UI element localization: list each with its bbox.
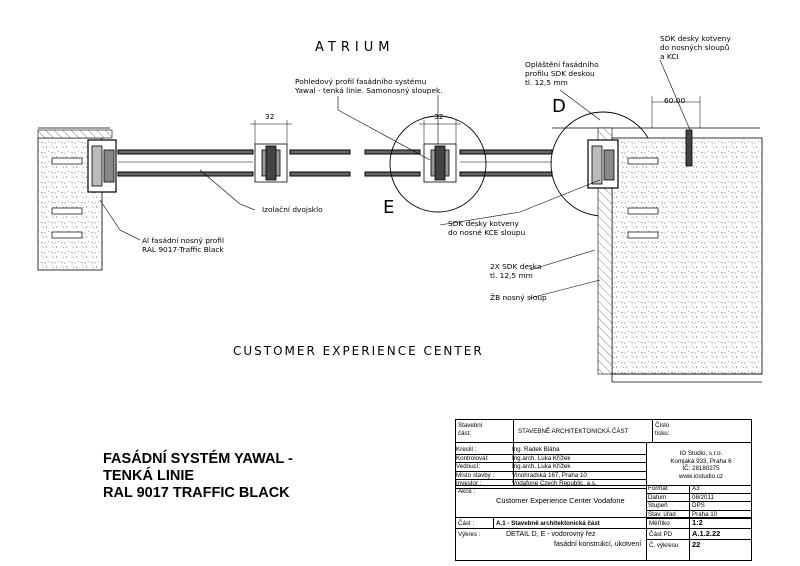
heading: FASÁDNÍ SYSTÉM YAWAL - TENKÁ LINIE RAL 9…: [103, 451, 293, 501]
c-vykresu-value: 22: [692, 540, 701, 549]
cast-pd-value: A.1.2.22: [692, 529, 721, 538]
section-mark-d: D: [552, 96, 566, 117]
right-column: [550, 96, 763, 383]
company-info: IO Studio, s.r.o. Komjaká 933, Praha 6 I…: [670, 450, 732, 480]
meritko-value: 1:2: [692, 518, 703, 527]
stavebni-cast-label: Stavební část:: [458, 422, 483, 437]
stavebni-cast-value: STAVEBNĚ ARCHITEKTONICKÁ ČÁST: [518, 428, 629, 435]
mullion-left: [250, 120, 292, 183]
atrium-label: ATRIUM: [315, 40, 395, 55]
people-table: Kreslil :Ing. Radek Bláha Kontroloval:In…: [456, 446, 646, 489]
cast-value: A.1 - Stavebně architektonická část: [496, 520, 600, 527]
vykres-line2: fasádní konstrukcí, ukotvení: [554, 541, 642, 548]
cislo-tisku-label: Číslo tisku:: [655, 422, 670, 437]
glazing: [117, 149, 553, 177]
left-wall: [37, 127, 117, 271]
cast-pd-label: Část PD: [649, 531, 673, 538]
vykres-label: Výkres :: [458, 531, 481, 538]
note-izolacni: Izolační dvojsklo: [262, 205, 323, 214]
dimension-60: 60.00: [664, 96, 686, 105]
mullion-right: [389, 95, 487, 213]
customer-experience-label: CUSTOMER EXPERIENCE CENTER: [233, 344, 484, 358]
leader-lines: [99, 59, 691, 299]
akce-value: Customer Experience Center Vodafone: [496, 496, 625, 505]
dimension-32-left: 32: [265, 112, 275, 121]
akce-label: Akce :: [458, 488, 476, 495]
vykres-line1: DETAIL D, E - vodorovný řez: [506, 531, 596, 538]
note-zb-sloup: ŽB nosný sloup: [490, 293, 547, 302]
cast-label: Část :: [458, 520, 475, 527]
title-block: Stavební část: STAVEBNĚ ARCHITEKTONICKÁ …: [455, 419, 752, 561]
dimension-32-right: 32: [434, 112, 444, 121]
meritko-label: Měřítko: [649, 520, 670, 527]
section-mark-e: E: [383, 197, 395, 218]
c-vykresu-label: Č. výkresu: [649, 542, 679, 549]
